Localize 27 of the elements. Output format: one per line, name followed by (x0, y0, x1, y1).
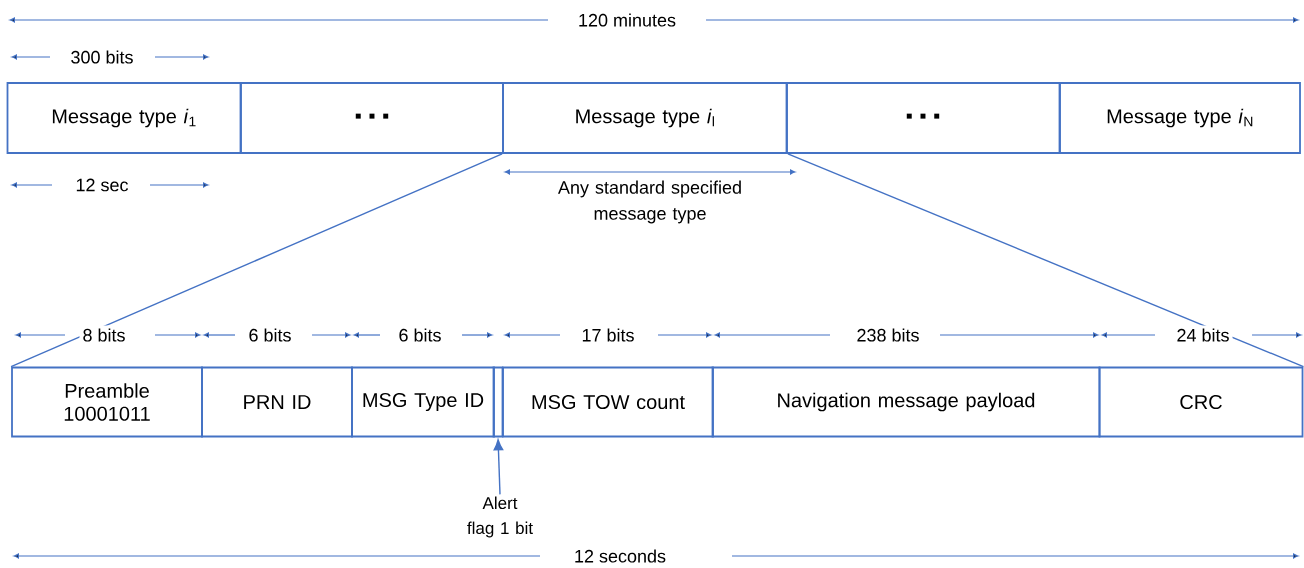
arrow (493, 439, 504, 496)
zoom-line (787, 153, 1304, 368)
dimension-label: 17 bits (578, 325, 638, 345)
zoom-line (10, 153, 503, 368)
dimension-label: 24 bits (1173, 325, 1233, 345)
dimension-label: Any standard specified message type (558, 180, 741, 224)
dimension-label: 12 seconds (570, 546, 670, 566)
field-cell: Message type i$_{N}$ (1059, 82, 1301, 154)
flag-cell (492, 366, 504, 438)
dimension-label: 238 bits (853, 325, 923, 345)
field-cell: Navigation message payload (711, 366, 1101, 438)
dimension-label: 300 bits (67, 47, 137, 67)
dimension-label: 8 bits (79, 325, 129, 345)
dimension-label: 120 minutes (575, 10, 680, 30)
field-cell: ▪ ▪ ▪ (240, 82, 504, 154)
field-cell: CRC (1098, 366, 1304, 438)
dimension-label: 6 bits (395, 325, 445, 345)
field-cell: PRN ID (201, 366, 353, 438)
field-cell: Message type i$_{1}$ (6, 82, 242, 154)
field-cell: Preamble 10001011 (11, 366, 203, 438)
callout-text: Alert flag 1 bit (467, 496, 533, 538)
dimension-label: 12 sec (72, 175, 132, 195)
field-cell: Message type i$_{l}$ (502, 82, 788, 154)
dimension-label: 6 bits (245, 325, 295, 345)
field-cell: MSG Type ID (351, 366, 495, 438)
field-cell: MSG TOW count (502, 366, 714, 438)
field-cell: ▪ ▪ ▪ (785, 82, 1061, 154)
